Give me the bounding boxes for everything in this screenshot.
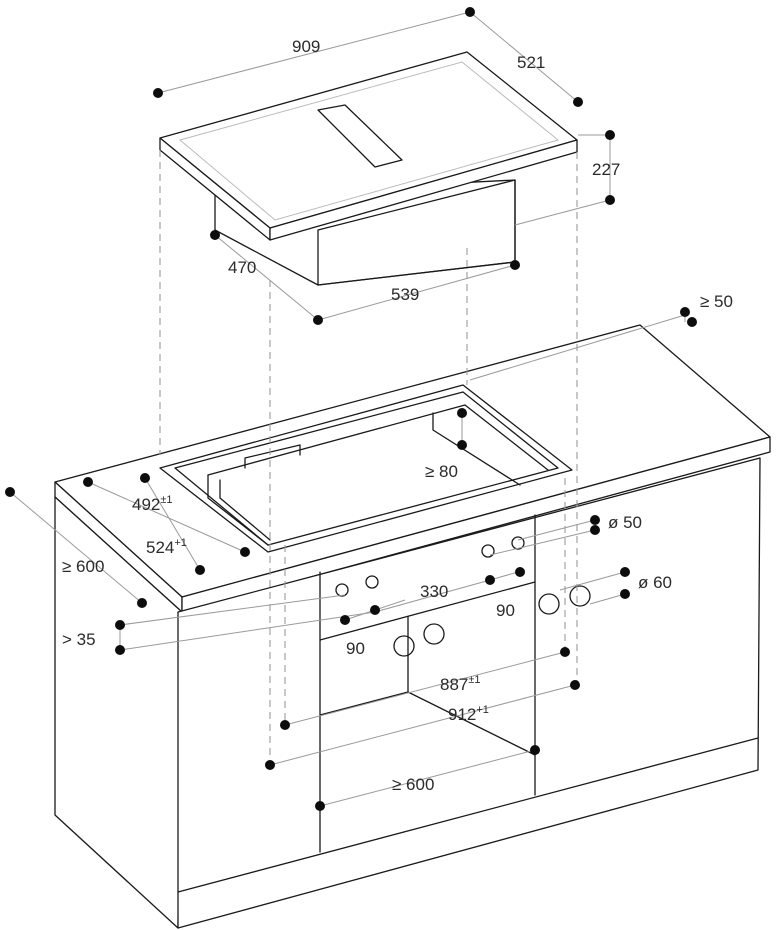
label-wall-distance: ≥ 50 xyxy=(700,292,733,311)
hole-icon xyxy=(335,583,349,597)
label-worktop-depth: ≥ 600 xyxy=(62,557,104,576)
label-cutout-depth-outer: 524+1 xyxy=(146,537,187,557)
hole-icon xyxy=(365,575,379,589)
worktop-cutout xyxy=(159,384,573,553)
kitchen-cabinet xyxy=(54,324,771,929)
knob-icon xyxy=(423,623,445,645)
projection-lines xyxy=(159,150,578,765)
label-cutout-depth: 492±1 xyxy=(132,494,173,514)
label-knob-spacing-left: 90 xyxy=(346,639,365,658)
label-rear-clearance: ≥ 80 xyxy=(425,462,458,481)
label-knob-spacing-right: 90 xyxy=(496,601,515,620)
label-box-depth: 470 xyxy=(228,258,256,277)
hole-icon xyxy=(481,544,495,558)
dimension-dots xyxy=(5,7,697,811)
cooktop-hob xyxy=(159,51,578,286)
label-hob-height: 227 xyxy=(592,160,620,179)
hole-icon xyxy=(511,536,525,550)
label-cutout-width: 887±1 xyxy=(440,674,481,694)
knob-icon xyxy=(569,585,591,607)
label-hole-spacing: 330 xyxy=(420,582,448,601)
label-cutout-width-outer: 912+1 xyxy=(448,704,489,724)
control-knobs xyxy=(335,536,591,657)
label-hob-width: 909 xyxy=(292,37,320,56)
knob-icon xyxy=(393,635,415,657)
label-hole-large: ø 60 xyxy=(638,573,672,592)
label-box-width: 539 xyxy=(391,285,419,304)
label-hob-depth: 521 xyxy=(517,53,545,72)
knob-icon xyxy=(538,593,560,615)
label-cabinet-width: ≥ 600 xyxy=(392,775,434,794)
label-front-edge: > 35 xyxy=(62,630,96,649)
label-hole-small: ø 50 xyxy=(608,513,642,532)
dimension-labels: 909 521 227 470 539 ≥ 50 ≥ 80 492±1 524+… xyxy=(62,37,733,794)
